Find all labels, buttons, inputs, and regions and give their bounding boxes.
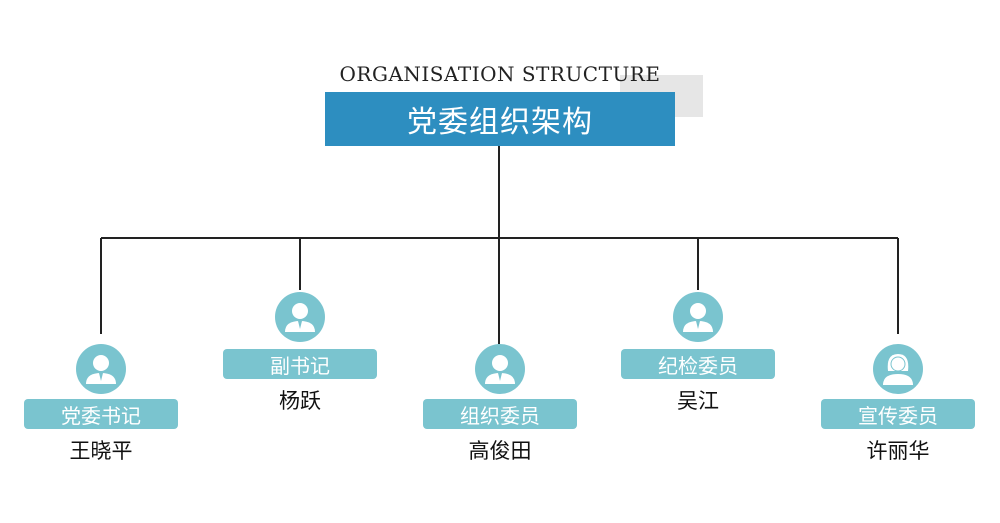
female-user-icon: [873, 344, 923, 394]
role-label: 副书记: [223, 349, 377, 379]
person-name: 王晓平: [69, 439, 133, 463]
person-name: 高俊田: [468, 439, 532, 463]
male-user-icon: [76, 344, 126, 394]
role-label: 宣传委员: [821, 399, 975, 429]
chart-subtitle: ORGANISATION STRUCTURE: [339, 62, 661, 86]
male-user-icon: [275, 292, 325, 342]
role-label: 组织委员: [423, 399, 577, 429]
person-name: 许丽华: [866, 439, 930, 463]
male-user-icon: [673, 292, 723, 342]
male-user-icon: [475, 344, 525, 394]
person-name: 吴江: [677, 389, 719, 413]
chart-title-box: 党委组织架构: [325, 92, 675, 146]
chart-title: 党委组织架构: [407, 105, 593, 140]
person-name: 杨跃: [279, 389, 321, 413]
role-label: 党委书记: [24, 399, 178, 429]
role-label: 纪检委员: [621, 349, 775, 379]
